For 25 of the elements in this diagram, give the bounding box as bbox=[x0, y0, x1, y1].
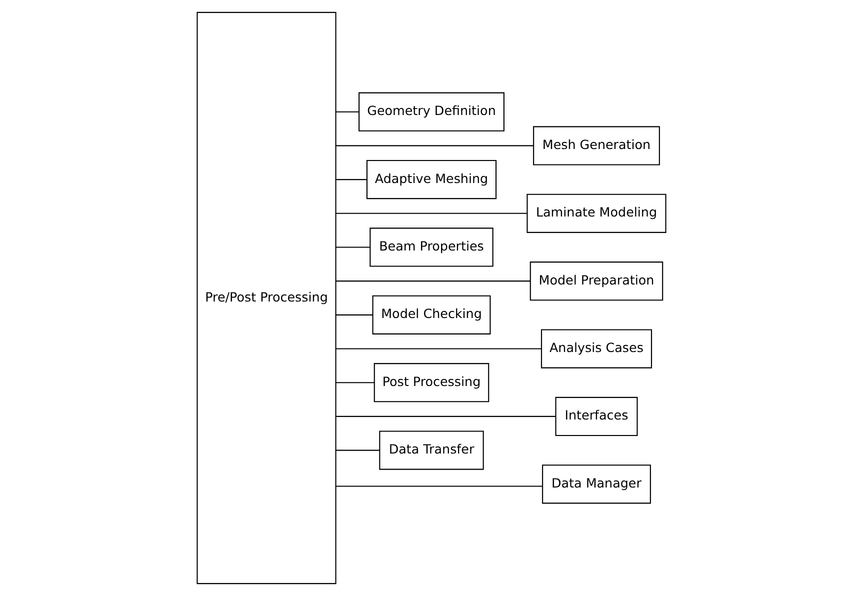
node-box: Model Preparation bbox=[530, 262, 664, 301]
node-box: Interfaces bbox=[555, 396, 638, 436]
node-box: Data Transfer bbox=[379, 430, 484, 470]
node-box: Pre/Post Processing bbox=[196, 12, 336, 584]
node-box: Geometry Definition bbox=[358, 92, 504, 132]
connector bbox=[336, 212, 527, 214]
connector bbox=[336, 486, 542, 487]
node-box: Data Manager bbox=[542, 464, 651, 504]
node-box: Post Processing bbox=[374, 363, 490, 402]
node-box: Adaptive Meshing bbox=[366, 160, 497, 200]
connector bbox=[336, 145, 534, 146]
connector bbox=[336, 111, 359, 112]
connector bbox=[336, 450, 380, 451]
connector bbox=[336, 246, 370, 248]
connector bbox=[336, 314, 373, 316]
node-box: Beam Properties bbox=[370, 228, 494, 267]
node-box: Model Checking bbox=[372, 295, 491, 334]
node-box: Laminate Modeling bbox=[526, 194, 666, 233]
connector bbox=[336, 348, 542, 350]
connector bbox=[336, 382, 374, 384]
connector bbox=[336, 416, 556, 417]
connector bbox=[336, 179, 367, 180]
connector bbox=[336, 280, 530, 282]
node-box: Analysis Cases bbox=[540, 329, 652, 368]
node-box: Mesh Generation bbox=[533, 126, 660, 166]
